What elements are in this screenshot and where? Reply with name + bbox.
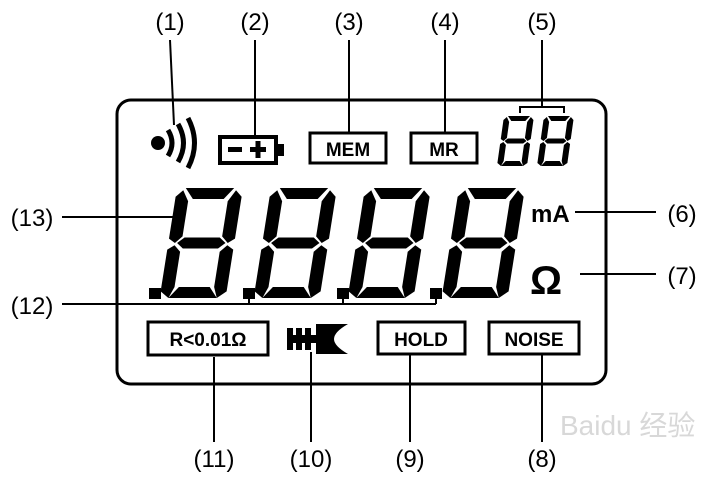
mem-indicator: MEM — [308, 131, 388, 165]
unit-ohm-indicator: Ω — [530, 259, 562, 303]
callout-11: (11) — [194, 446, 235, 473]
small-digit-2 — [536, 116, 574, 166]
decimal-point-4 — [430, 288, 442, 299]
wireless-signal-icon — [151, 116, 197, 170]
callout-12: (12) — [11, 293, 54, 320]
callout-3: (3) — [334, 9, 363, 36]
mr-indicator: MR — [409, 131, 479, 165]
hold-indicator-label: HOLD — [394, 330, 448, 351]
callout-8: (8) — [527, 446, 556, 473]
main-digit-1 — [159, 188, 243, 298]
clamp-jaw-icon — [287, 324, 348, 354]
main-digit-display — [159, 188, 525, 298]
lcd-panel-outline — [115, 98, 608, 386]
low-resistance-indicator: R<0.01Ω — [146, 320, 270, 357]
callout-6: (6) — [667, 201, 696, 228]
watermark: Baidu 经验 — [560, 410, 695, 441]
decimal-point-2 — [243, 288, 255, 299]
callout-1: (1) — [155, 9, 184, 36]
noise-indicator-label: NOISE — [504, 330, 563, 351]
unit-ma-indicator: mA — [531, 201, 570, 228]
callout-2: (2) — [240, 9, 269, 36]
decimal-points — [149, 288, 442, 299]
callout-4: (4) — [430, 9, 459, 36]
mem-indicator-label: MEM — [326, 140, 370, 161]
low-resistance-label: R<0.01Ω — [169, 330, 246, 351]
hold-indicator: HOLD — [376, 320, 467, 356]
main-digit-3 — [347, 188, 431, 298]
leader-lines — [62, 39, 656, 442]
mr-indicator-label: MR — [429, 140, 459, 161]
main-digit-4 — [441, 188, 525, 298]
small-digit-display — [496, 116, 574, 166]
decimal-point-1 — [149, 288, 161, 299]
main-digit-2 — [253, 188, 337, 298]
callout-7: (7) — [667, 263, 696, 290]
callout-10: (10) — [290, 446, 333, 473]
decimal-point-3 — [337, 288, 349, 299]
callout-5: (5) — [527, 9, 556, 36]
leader-line-1 — [169, 39, 175, 126]
battery-icon — [218, 135, 284, 165]
noise-indicator: NOISE — [487, 320, 581, 356]
small-digit-1 — [496, 116, 534, 166]
leader-line-5b — [542, 106, 565, 113]
callout-13: (13) — [11, 205, 54, 232]
leader-line-5 — [519, 40, 543, 113]
callout-9: (9) — [395, 446, 424, 473]
